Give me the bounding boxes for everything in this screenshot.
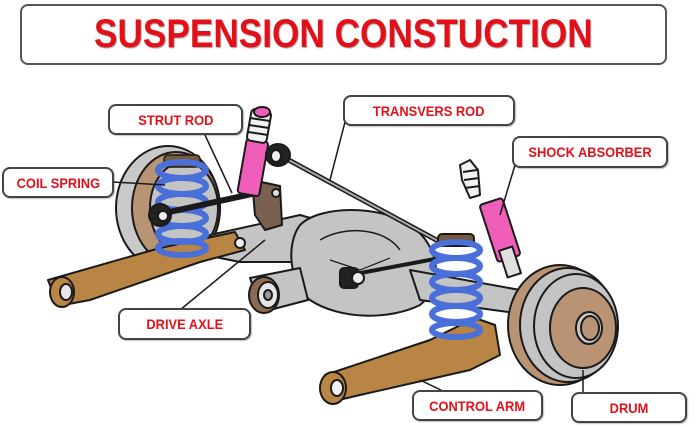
right-coil-spring xyxy=(429,233,483,340)
label-drum: DRUM xyxy=(571,392,687,423)
label-text: TRANSVERS ROD xyxy=(373,102,485,119)
label-coil-spring: COIL SPRING xyxy=(2,167,114,198)
left-shock-absorber xyxy=(236,106,272,198)
label-transvers-rod: TRANSVERS ROD xyxy=(343,95,515,126)
label-text: COIL SPRING xyxy=(16,174,100,191)
leader-transvers-rod xyxy=(329,121,346,181)
label-text: DRUM xyxy=(609,399,649,416)
label-shock-absorber: SHOCK ABSORBER xyxy=(512,136,668,168)
left-control-arm xyxy=(47,231,246,308)
label-strut-rod: STRUT ROD xyxy=(108,104,243,135)
leader-drive-axle xyxy=(179,239,266,311)
title-banner: SUSPENSION CONSTUCTION xyxy=(20,4,667,65)
label-control-arm: CONTROL ARM xyxy=(412,390,543,421)
right-shock-absorber xyxy=(459,159,522,279)
right-link-bushing xyxy=(339,256,441,289)
label-text: STRUT ROD xyxy=(137,111,214,128)
pinion-flange xyxy=(248,267,309,314)
leader-shock-absorber xyxy=(499,164,516,216)
transverse-rod xyxy=(265,143,442,245)
leader-strut-rod xyxy=(204,134,233,194)
label-drive-axle: DRIVE AXLE xyxy=(118,308,251,340)
page-title: SUSPENSION CONSTUCTION xyxy=(94,12,593,56)
leader-coil-spring xyxy=(112,181,166,186)
label-text: SHOCK ABSORBER xyxy=(528,144,652,160)
label-text: CONTROL ARM xyxy=(429,397,526,414)
label-text: DRIVE AXLE xyxy=(146,316,223,332)
right-brake-drum xyxy=(507,264,619,386)
